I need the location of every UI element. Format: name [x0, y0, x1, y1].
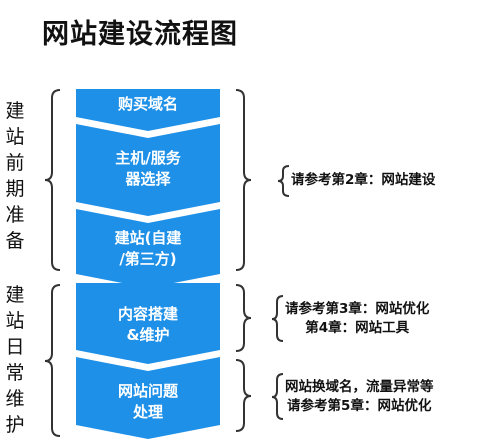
step-shape-build-site: [76, 209, 220, 288]
note-chapter-5: 网站换域名，流量异常等请参考第5章：网站优化: [285, 379, 434, 414]
phase-label-maintenance: 建站 日常 维护: [5, 284, 25, 436]
step-shape-issues: [76, 357, 220, 439]
step-shape-content: [76, 283, 220, 364]
note1-brace: [277, 165, 290, 197]
content-right-bracket: [235, 284, 252, 352]
note-chapter-2: 请参考第2章：网站建设: [291, 172, 436, 188]
diagram-title: 网站建设流程图: [42, 19, 238, 50]
note-chapters-3-4: 请参考第3章：网站优化第4章：网站工具: [285, 301, 430, 336]
step-content: 内容搭建&维护: [117, 305, 178, 344]
prep-right-bracket: [235, 89, 252, 271]
step-shape-host-selection: [76, 124, 220, 216]
step-buy-domain: 购买域名: [117, 95, 178, 113]
step-host-selection: 主机/服务器选择: [115, 149, 181, 188]
step-build-site: 建站(自建/第三方): [114, 229, 182, 268]
note2-brace: [271, 295, 284, 342]
phase-label-prep: 建站 前期 准备: [5, 100, 25, 252]
maintenance-left-bracket: [44, 284, 61, 437]
note3-brace: [271, 373, 284, 420]
step-shape-buy-domain: [76, 89, 220, 131]
prep-left-bracket: [44, 89, 61, 271]
step-issues: 网站问题处理: [117, 382, 178, 421]
issues-right-bracket: [235, 359, 252, 432]
